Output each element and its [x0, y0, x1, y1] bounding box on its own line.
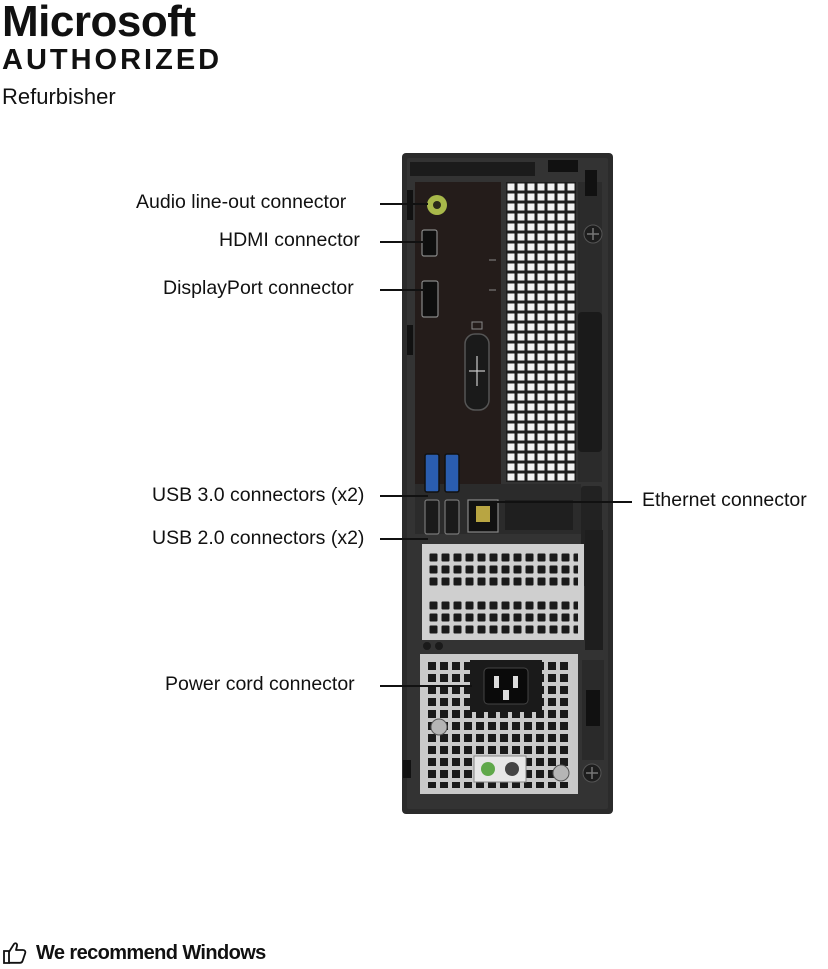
- callout-usb3: USB 3.0 connectors (x2): [152, 484, 365, 506]
- vent-grill: [506, 182, 576, 482]
- hdmi-port-icon: [421, 229, 438, 257]
- footer: We recommend Windows: [2, 941, 266, 965]
- callout-usb2: USB 2.0 connectors (x2): [152, 527, 365, 549]
- usb2-port-icon: [424, 499, 440, 535]
- callout-power: Power cord connector: [165, 673, 355, 695]
- microsoft-authorized-refurbisher-badge: Microsoft AUTHORIZED Refurbisher: [2, 0, 222, 112]
- callout-hdmi: HDMI connector: [219, 229, 360, 251]
- callout-hdmi-leader: [380, 241, 425, 243]
- callout-ethernet: Ethernet connector: [642, 489, 807, 511]
- callout-audio: Audio line-out connector: [136, 191, 347, 213]
- callout-displayport-leader: [380, 289, 425, 291]
- badge-brand: Microsoft: [2, 0, 196, 46]
- badge-role: Refurbisher: [2, 84, 116, 109]
- io-panel: [415, 182, 501, 484]
- usb3-port-icon: [424, 453, 440, 493]
- callout-audio-leader: [380, 203, 428, 205]
- displayport-port-icon: [421, 280, 439, 318]
- thumbs-up-icon: [3, 942, 27, 964]
- callout-usb3-leader: [380, 495, 428, 497]
- footer-text: We recommend Windows: [36, 941, 266, 964]
- callout-power-leader: [380, 685, 472, 687]
- callout-usb2-leader: [380, 538, 428, 540]
- callout-ethernet-leader: [492, 501, 632, 503]
- usb2-port-icon: [444, 499, 460, 535]
- callout-displayport: DisplayPort connector: [163, 277, 354, 299]
- badge-status: AUTHORIZED: [2, 44, 223, 76]
- usb3-port-icon: [444, 453, 460, 493]
